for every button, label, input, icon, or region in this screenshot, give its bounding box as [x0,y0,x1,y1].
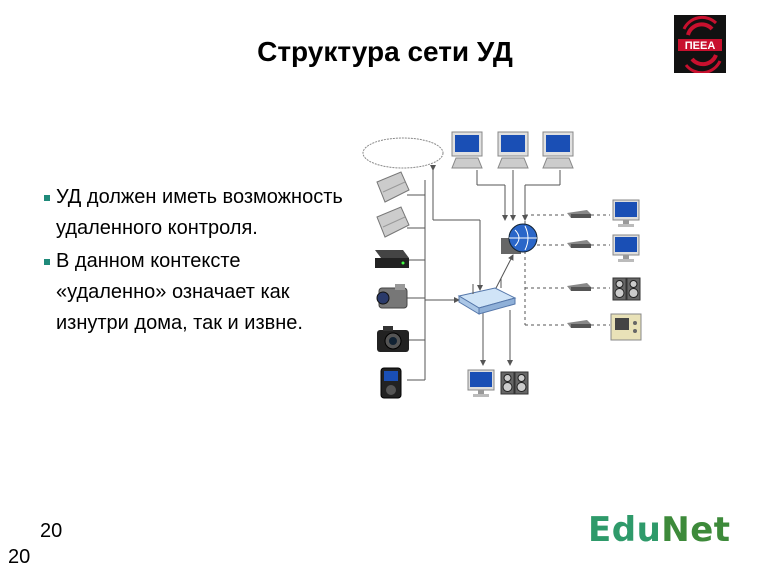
bullet-item: В данном контексте «удаленно» означает к… [44,246,344,339]
slide-title: Структура сети УД [257,36,513,67]
connection-lines [407,165,561,381]
globe-gateway-icon [501,223,538,254]
network-diagram [362,131,642,399]
bullet-item: УД должен иметь возможность удаленного к… [44,182,344,244]
monitor-icon [467,369,495,398]
scanner-icon [376,206,410,238]
monitor-icon [612,199,640,228]
bullet-list: УД должен иметь возможность удаленного к… [44,182,344,341]
switch-icon [567,210,591,218]
media-player-icon [380,367,402,399]
router-icon [457,278,517,315]
bullet-marker [44,195,50,201]
set-top-box-icon [375,250,409,268]
page-number: 20 [40,520,63,542]
logo-part: Edu [588,510,662,550]
cloud-icon [362,137,444,169]
edunet-logo: EduNet [588,510,731,550]
bullet-text: В данном контексте «удаленно» означает к… [56,250,303,334]
scanner-icon [376,171,410,203]
switch-icon [567,283,591,291]
logo-part: Net [661,510,731,550]
wireless-links [524,214,610,326]
monitor-icon [542,131,574,169]
bullet-text: УД должен иметь возможность удаленного к… [56,186,343,239]
speaker-icon [612,277,641,301]
monitor-icon [451,131,483,169]
monitor-icon [612,234,640,263]
peea-logo: ПЕЕА [674,15,726,73]
switch-icon [567,240,591,248]
monitor-icon [497,131,529,169]
appliance-icon [610,313,642,341]
page-number: 20 [8,546,31,568]
speaker-icon [500,371,529,395]
switch-icon [567,320,591,328]
bullet-marker [44,259,50,265]
camera-icon [377,326,409,352]
camcorder-icon [376,284,408,309]
svg-text:ПЕЕА: ПЕЕА [685,40,716,52]
